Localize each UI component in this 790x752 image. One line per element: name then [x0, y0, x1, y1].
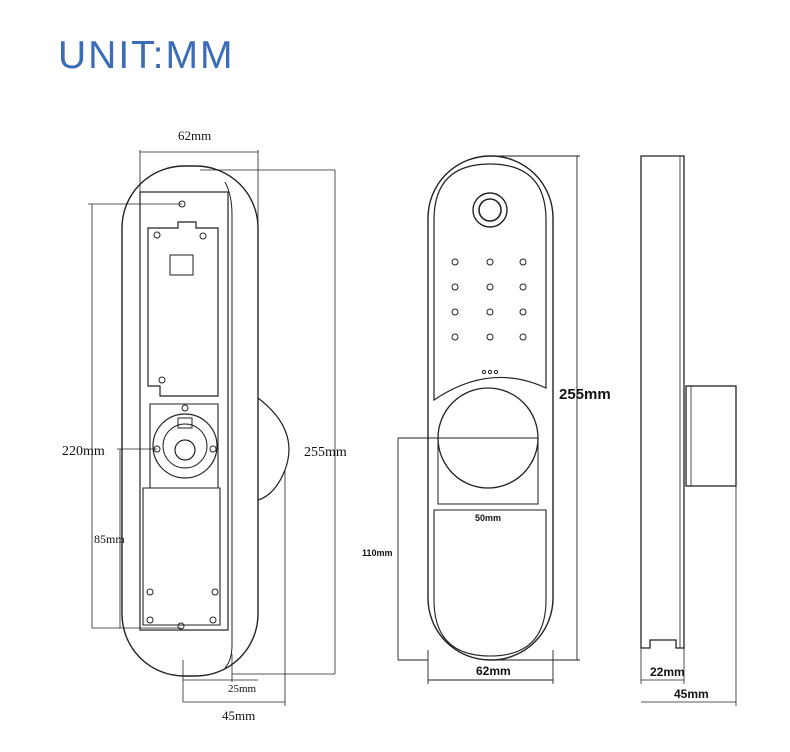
handle-base — [437, 437, 539, 505]
fingerprint-sensor-icon — [472, 192, 508, 228]
pcb-screw-icon — [153, 231, 161, 239]
keypad-key[interactable] — [486, 308, 494, 316]
back-body-outline — [121, 165, 259, 677]
back-width-label: 62mm — [178, 128, 211, 143]
fingerprint-inner-icon — [478, 198, 502, 222]
keypad-key[interactable] — [486, 333, 494, 341]
spindle-key — [177, 417, 193, 429]
keypad-key[interactable] — [451, 308, 459, 316]
back-height-label: 255mm — [304, 445, 347, 460]
battery-screw-icon — [209, 616, 217, 624]
pcb-block — [147, 221, 219, 397]
side-knob — [685, 385, 737, 487]
spindle-outer-ring — [152, 413, 218, 479]
indicator-led-icon — [493, 369, 499, 375]
keypad-key[interactable] — [519, 258, 527, 266]
spindle-mid-ring — [162, 423, 208, 469]
back-thickness-label: 45mm — [222, 708, 255, 723]
battery-box — [142, 487, 221, 626]
front-upper-panel — [433, 163, 547, 402]
pcb-screw-icon — [158, 376, 166, 384]
indicator-led-icon — [487, 369, 493, 375]
keypad-key[interactable] — [519, 308, 527, 316]
side-body-outline — [640, 155, 685, 649]
keypad-key[interactable] — [451, 283, 459, 291]
spindle-screw-icon — [181, 404, 189, 412]
front-lower-panel — [433, 509, 547, 657]
pcb-connector — [169, 254, 194, 276]
back-internal-plate — [139, 191, 229, 631]
front-handle-width-label: 50mm — [475, 513, 501, 523]
front-handle-offset-label: 110mm — [362, 548, 393, 558]
keypad-key[interactable] — [519, 333, 527, 341]
back-inner-height-label: 220mm — [62, 444, 105, 459]
keypad-key[interactable] — [451, 333, 459, 341]
unit-title: UNIT:MM — [58, 34, 235, 77]
side-depth-label: 22mm — [650, 665, 685, 679]
front-view: 50mm 110mm 255mm 62mm — [362, 155, 611, 684]
battery-screw-icon — [177, 622, 185, 630]
spindle-screw-icon — [209, 445, 217, 453]
back-spindle-offset-label: 85mm — [94, 532, 125, 546]
pcb-screw-icon — [199, 232, 207, 240]
keypad-key[interactable] — [451, 258, 459, 266]
keypad-key[interactable] — [486, 258, 494, 266]
battery-screw-icon — [211, 588, 219, 596]
front-height-label: 255mm — [559, 386, 611, 403]
battery-screw-icon — [146, 616, 154, 624]
front-width-label: 62mm — [476, 664, 511, 678]
back-inner-edge — [224, 181, 233, 669]
back-base-label: 25mm — [228, 683, 257, 695]
spindle-housing — [149, 403, 219, 489]
front-body-outline — [427, 155, 554, 661]
side-view: 22mm 45mm — [640, 155, 737, 706]
back-view: 62mm 255mm 220mm 85mm 25mm 45mm — [62, 128, 347, 723]
indicator-led-icon — [481, 369, 487, 375]
keypad-key[interactable] — [519, 283, 527, 291]
keypad-key[interactable] — [486, 283, 494, 291]
side-thickness-label: 45mm — [674, 687, 709, 701]
spindle-core-icon — [174, 439, 196, 461]
back-knob-outline — [257, 397, 290, 501]
battery-screw-icon — [146, 588, 154, 596]
keypad — [451, 258, 527, 341]
